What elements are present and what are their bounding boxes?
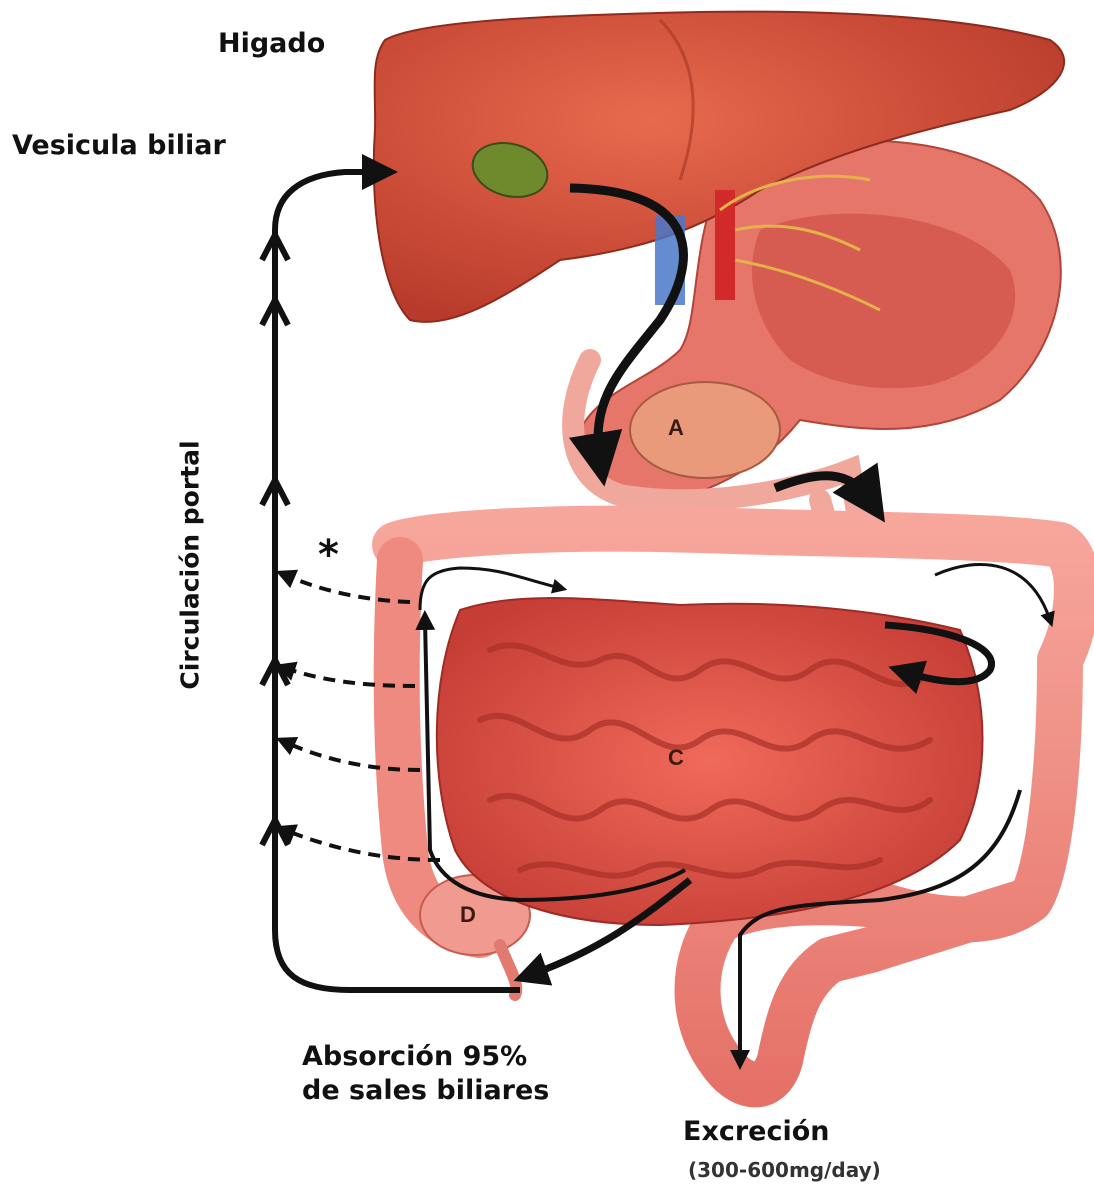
excretion-label: Excreción [683, 1116, 830, 1147]
asterisk-marker: * [318, 532, 339, 578]
region-a-label: A [668, 415, 684, 441]
liver-label: Higado [218, 28, 325, 59]
absorption-label-line2: de sales biliares [302, 1074, 549, 1108]
gallbladder-label: Vesicula biliar [12, 130, 226, 161]
excretion-rate-label: (300-600mg/day) [688, 1158, 881, 1182]
region-d-label: D [460, 902, 476, 928]
portal-circulation-label: Circulación portal [176, 440, 205, 689]
pancreas [630, 382, 780, 478]
absorption-label-line1: Absorción 95% [302, 1040, 549, 1074]
region-c-label: C [668, 745, 684, 771]
absorption-label: Absorción 95% de sales biliares [302, 1040, 549, 1108]
colon-flow-arrow-right [935, 564, 1050, 620]
